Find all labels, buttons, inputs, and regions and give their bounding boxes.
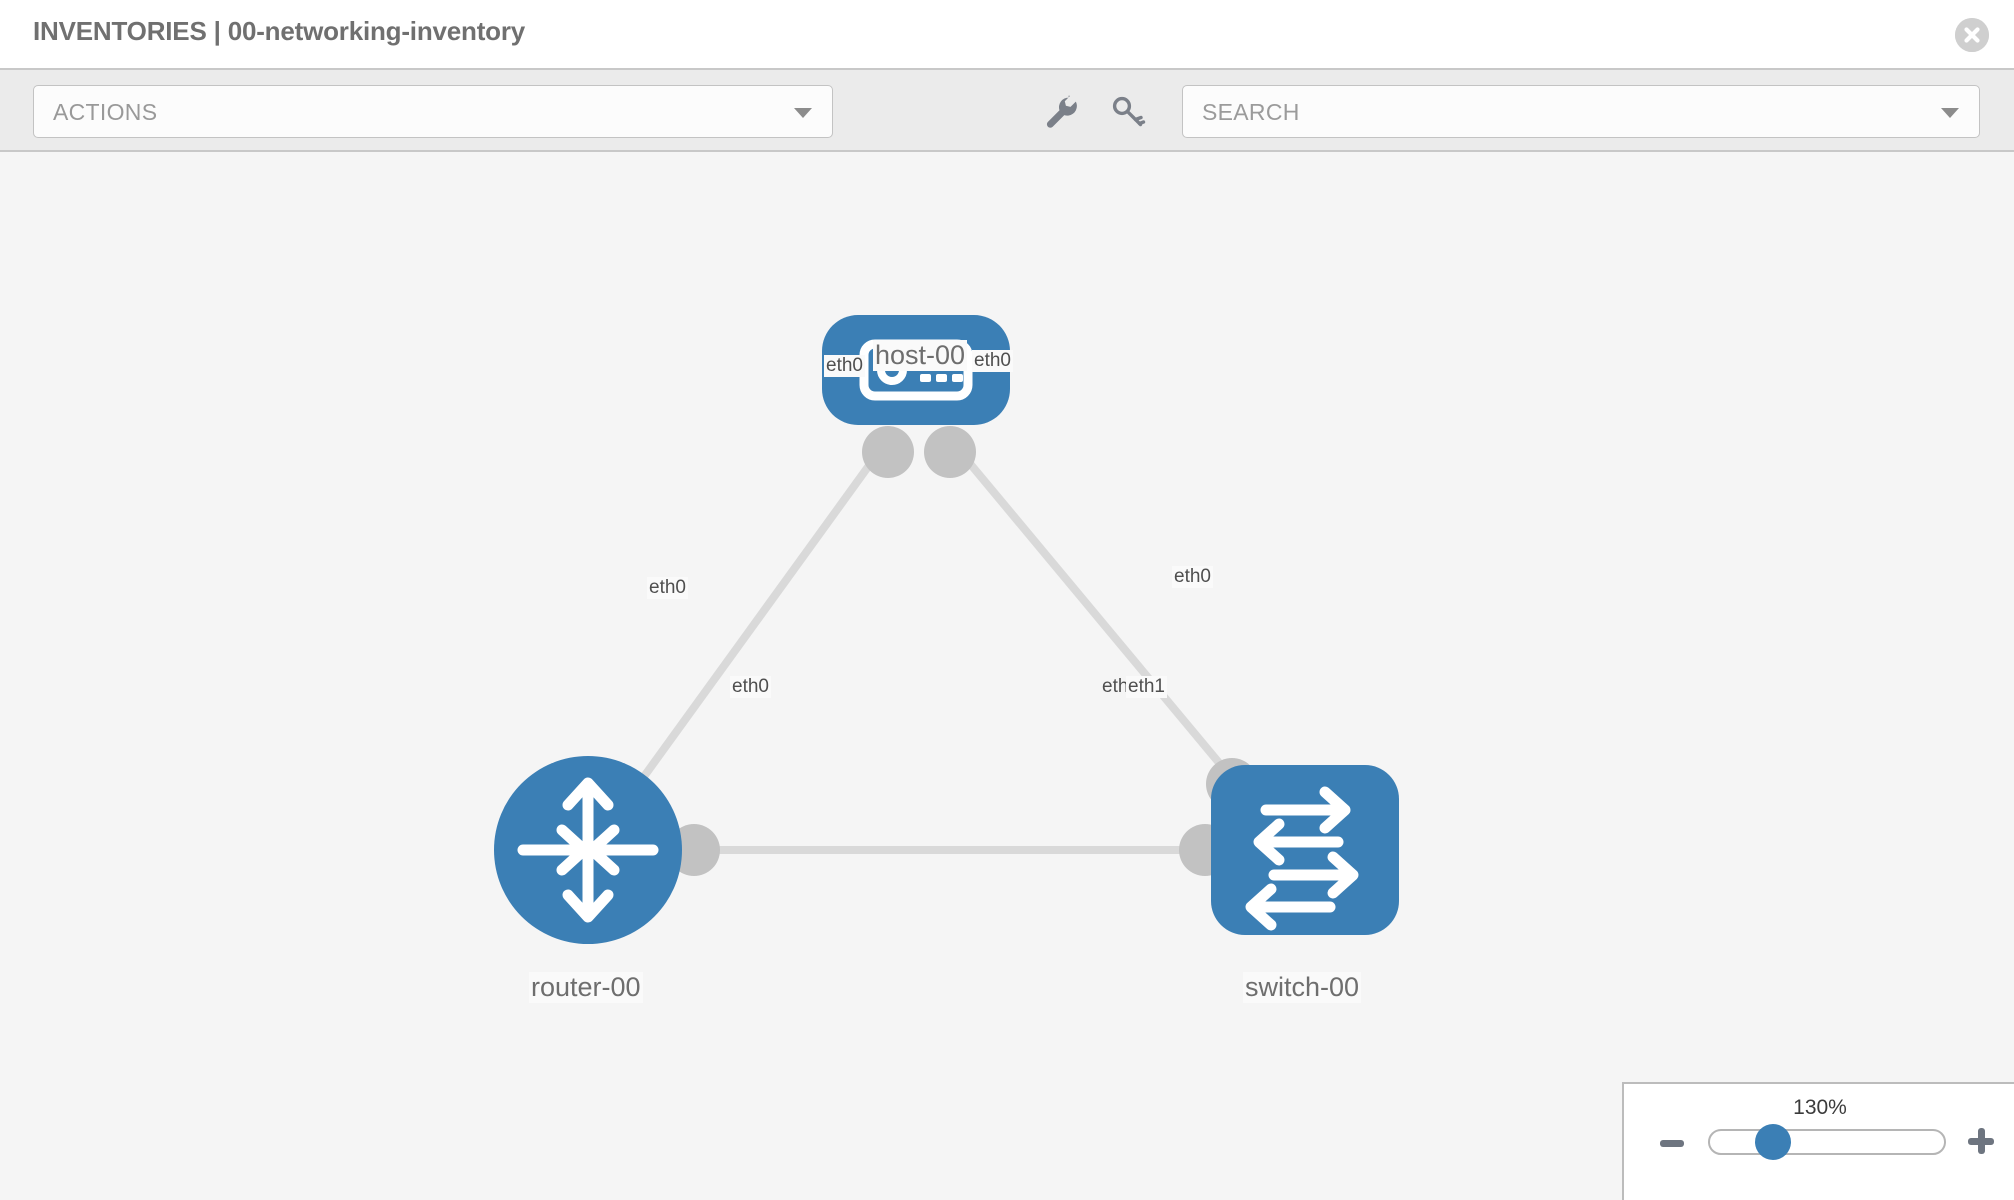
topology-graph — [494, 315, 1399, 944]
topology-connectors — [668, 426, 1258, 876]
close-icon[interactable] — [1955, 18, 1989, 52]
edge-label-switch-eth0-uplink: eth0 — [1172, 566, 1213, 588]
connector-host-right — [924, 426, 976, 478]
topology-canvas[interactable]: host-00 router-00 switch-00 eth0 eth0 et… — [0, 152, 2014, 1200]
search-placeholder: SEARCH — [1202, 99, 1300, 125]
link-host-router — [636, 439, 890, 785]
actions-dropdown[interactable]: ACTIONS — [33, 85, 833, 138]
minus-icon[interactable] — [1660, 1140, 1684, 1147]
node-router-00 — [494, 756, 682, 944]
zoom-level-value: 130% — [1793, 1096, 1847, 1119]
page-title: INVENTORIES | 00-networking-inventory — [33, 16, 526, 46]
chevron-down-icon[interactable] — [1941, 108, 1959, 118]
plus-icon[interactable] — [1968, 1128, 1994, 1154]
zoom-slider-thumb[interactable] — [1755, 1124, 1791, 1160]
zoom-slider-track[interactable] — [1708, 1129, 1946, 1155]
edge-label-router-eth0-east: eth0 — [730, 676, 771, 698]
page-header: INVENTORIES | 00-networking-inventory — [0, 0, 2014, 68]
search-input[interactable]: SEARCH — [1182, 85, 1980, 138]
edge-label-host-eth0-right: eth0 — [972, 350, 1013, 372]
topology-links — [636, 439, 1244, 854]
zoom-control-panel: 130% — [1622, 1082, 2014, 1200]
actions-dropdown-label: ACTIONS — [53, 99, 158, 125]
connector-host-left — [862, 426, 914, 478]
wrench-icon[interactable] — [1041, 92, 1081, 132]
chevron-down-icon — [794, 108, 812, 118]
node-label-host: host-00 — [873, 340, 968, 371]
link-host-switch — [948, 439, 1244, 791]
edge-label-switch-eth1-west: eth1 — [1126, 676, 1167, 698]
switch-arrows-icon — [1245, 786, 1359, 931]
node-label-router: router-00 — [529, 972, 643, 1003]
edge-label-host-eth0-left: eth0 — [824, 355, 865, 377]
node-switch-00 — [1211, 765, 1399, 935]
toolbar: ACTIONS SEARCH — [0, 68, 2014, 152]
node-label-switch: switch-00 — [1243, 972, 1362, 1003]
router-arrows-icon — [517, 777, 659, 923]
key-icon[interactable] — [1108, 92, 1148, 132]
edge-label-router-eth0-uplink: eth0 — [647, 577, 688, 599]
